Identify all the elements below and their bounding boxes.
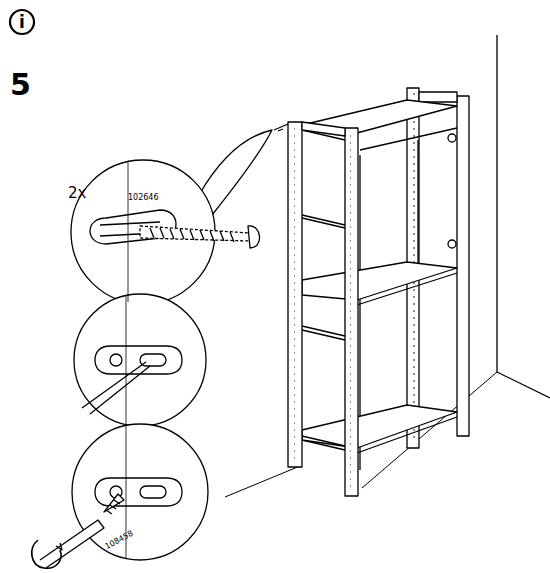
part-number: 102646 [128, 194, 159, 202]
info-letter: i [19, 14, 25, 31]
step-number: 5 [10, 70, 31, 100]
quantity-label: 2x [68, 186, 86, 201]
